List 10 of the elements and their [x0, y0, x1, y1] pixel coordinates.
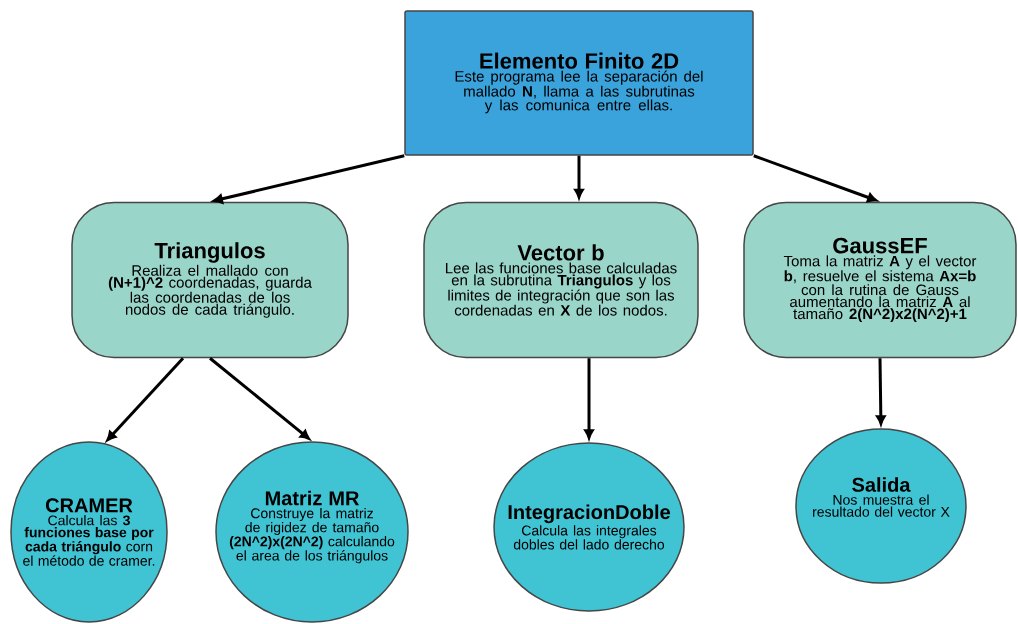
arrow	[574, 155, 584, 199]
arrow	[876, 358, 886, 426]
arrow	[209, 357, 310, 440]
arrow	[753, 154, 878, 203]
subroutine-box: Triangulos Realiza el mallado con (N+1)^2 coordenadas, guarda las coordenadas de los nodos de cada triángulo.	[71, 201, 349, 359]
arrow	[584, 358, 594, 440]
subroutine-box: GaussEF Toma la matriz A y el vector b, resuelve el sistema Ax=b con la rutina de Gauss aumentando la matriz A al tamaño 2(N^2)x2(N^2)+1	[743, 201, 1017, 359]
subroutine-box: Vector b Lee las funciones base calculadas en la subrutina Triangulos y los limites de integración que son las cordenadas en X de los nodos.	[423, 201, 699, 359]
program-box: Elemento Finito 2D Este programa lee la separación del mallado N, llama a las subrutinas y las comunica entre ellas.	[404, 10, 754, 156]
arrow	[106, 357, 185, 442]
